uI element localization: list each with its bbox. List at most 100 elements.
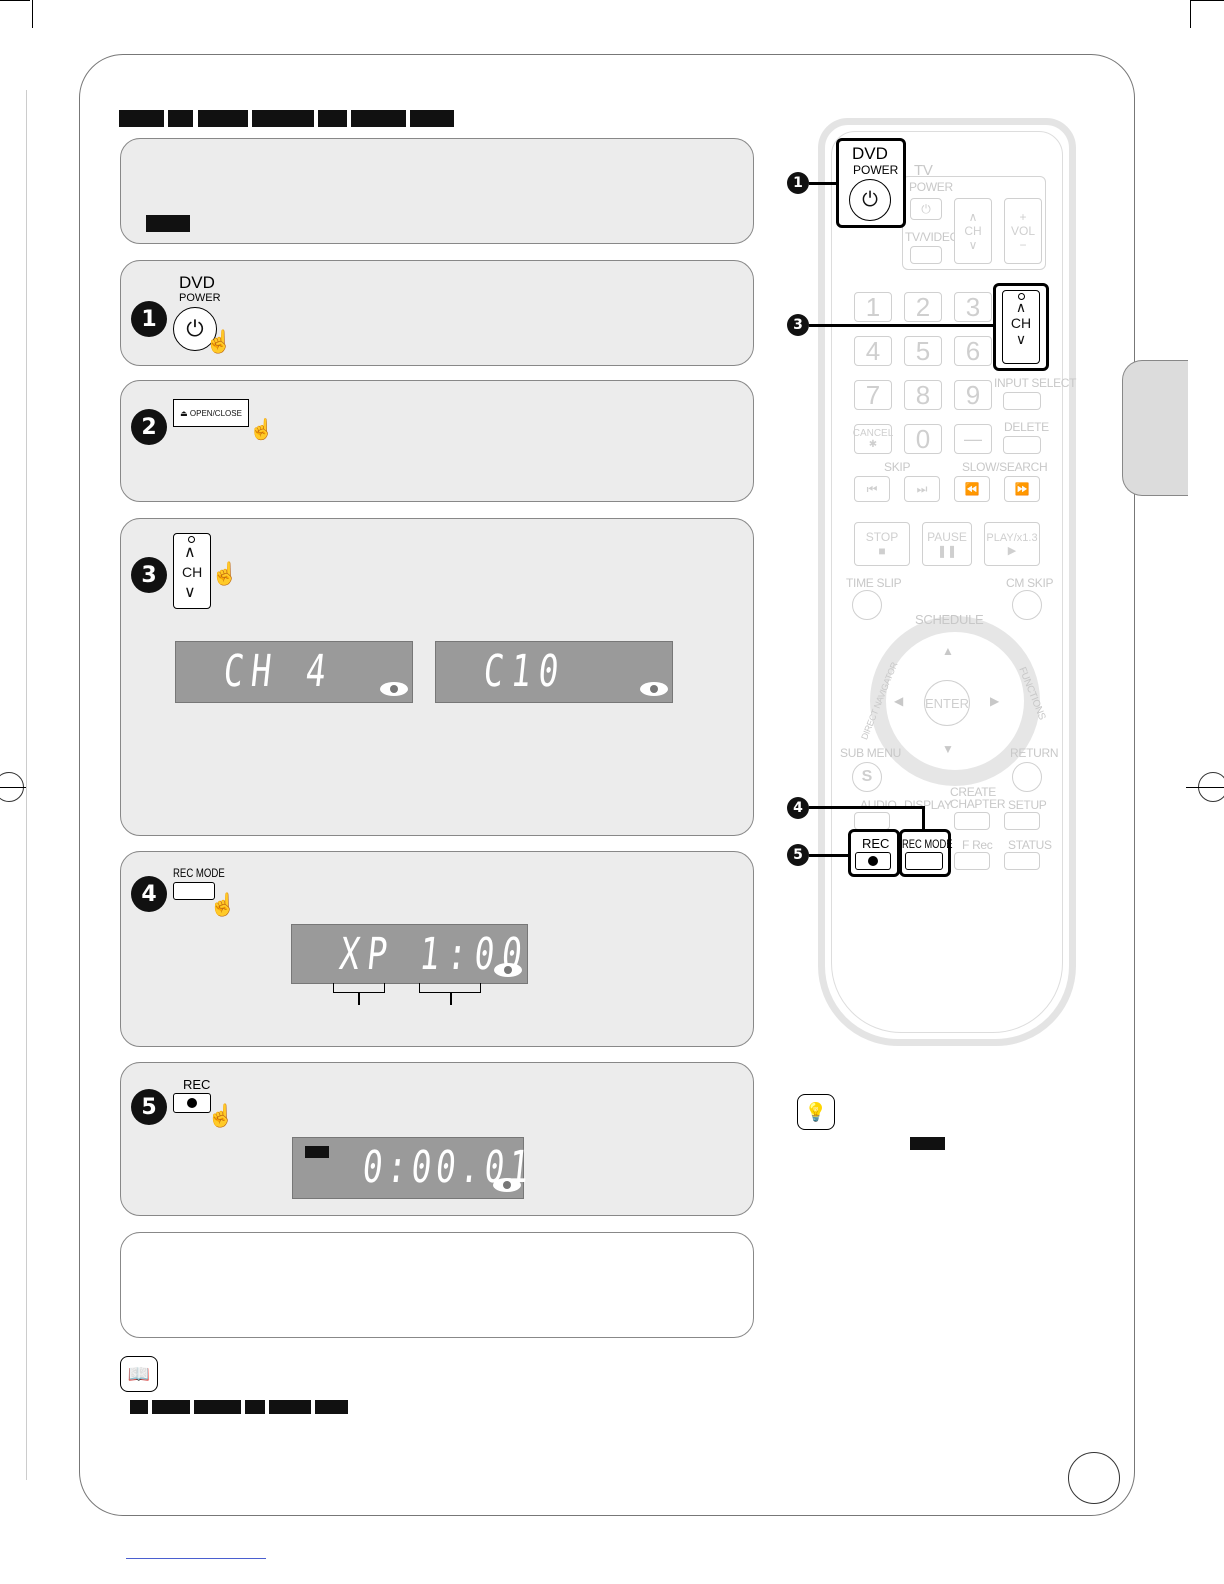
tv-ch-up-icon: ∧ (968, 210, 978, 224)
key-2[interactable]: 2 (904, 292, 942, 322)
page-number-circle (1068, 1452, 1120, 1504)
step-1-box: 1 DVD POWER ⏻ ☝ (120, 260, 754, 366)
create-chapter-label: CREATE CHAPTER (950, 785, 1006, 811)
lcd-display-channel-b: C10 (435, 641, 673, 703)
create-chapter-button[interactable] (954, 812, 990, 830)
power-button-icon[interactable]: ⏻ (173, 307, 217, 351)
setup-button[interactable] (1004, 812, 1040, 830)
tv-ch-label: CH (964, 224, 982, 238)
hand-pointer-icon: ☝ (211, 561, 239, 586)
remote-ch-rocker[interactable]: ∧ CH ∨ (1002, 290, 1040, 364)
nav-up-icon[interactable]: ▲ (942, 644, 954, 658)
step-2-number: 2 (131, 409, 167, 445)
skip-forward-button[interactable]: ⏭ (904, 476, 940, 502)
step-2-box: 2 ⏏ OPEN/CLOSE ☝ (120, 380, 754, 502)
time-slip-button[interactable] (852, 590, 882, 620)
remote-power-label: POWER (853, 163, 899, 177)
lcd-mode: XP (337, 929, 398, 980)
sub-menu-button[interactable]: S (852, 762, 882, 792)
key-1[interactable]: 1 (854, 292, 892, 322)
step-4-box: 4 REC MODE ☝ XP 1:00 (120, 851, 754, 1047)
key-5[interactable]: 5 (904, 336, 942, 366)
hand-pointer-icon: ☝ (207, 1103, 235, 1128)
lcd-display-channel-a: CH 4 (175, 641, 413, 703)
skip-back-button[interactable]: ⏮ (854, 476, 890, 502)
step-3-box: 3 ∧ CH ∨ ☝ CH 4 C10 (120, 518, 754, 836)
input-select-button[interactable] (1003, 392, 1041, 410)
nav-right-icon[interactable]: ▶ (990, 694, 999, 708)
rewind-button[interactable]: ⏪ (954, 476, 990, 502)
rec-mode-button[interactable] (173, 882, 215, 900)
key-4[interactable]: 4 (854, 336, 892, 366)
lcd-text-b: C10 (481, 646, 569, 697)
status-label: STATUS (1008, 838, 1052, 852)
bracket-time-stem (450, 993, 452, 1005)
asterisk-icon: ✱ (868, 439, 878, 450)
cm-skip-label: CM SKIP (1006, 576, 1054, 590)
callout-4-line-v (922, 806, 925, 830)
audio-button[interactable] (854, 812, 890, 830)
key-0[interactable]: 0 (904, 424, 942, 454)
callout-1: 1 (787, 172, 809, 194)
key-dash[interactable]: — (954, 424, 992, 454)
step-3-number: 3 (131, 557, 167, 593)
left-rule (26, 90, 27, 1480)
record-dot-icon (187, 1098, 197, 1108)
callout-5-line (809, 854, 849, 857)
tv-power-label: POWER (909, 180, 953, 194)
callout-5: 5 (787, 844, 809, 866)
nav-down-icon[interactable]: ▼ (942, 742, 954, 756)
cancel-button[interactable]: CANCEL✱ (853, 424, 893, 454)
return-button[interactable] (1012, 762, 1042, 792)
callout-4-line (809, 806, 925, 809)
fast-forward-button[interactable]: ⏩ (1004, 476, 1040, 502)
input-select-label: INPUT SELECT (994, 376, 1077, 390)
step-5-box: 5 REC ☝ 0:00.01 (120, 1062, 754, 1216)
registration-line-left (0, 787, 26, 788)
play-icon: ▶ (1007, 544, 1017, 557)
remote-dvd-power-button[interactable]: ⏻ (849, 179, 891, 221)
sub-menu-label: SUB MENU (840, 746, 901, 760)
stop-button[interactable]: STOP■ (854, 522, 910, 566)
cm-skip-button[interactable] (1012, 590, 1042, 620)
rec-button[interactable] (173, 1093, 211, 1113)
ch-rocker-button[interactable]: ∧ CH ∨ (173, 533, 211, 609)
key-6[interactable]: 6 (954, 336, 992, 366)
remote-rec-mode-button[interactable] (905, 852, 943, 870)
key-7[interactable]: 7 (854, 380, 892, 410)
status-button[interactable] (1004, 852, 1040, 870)
remote-rec-button[interactable] (855, 852, 891, 870)
tv-video-label: TV/VIDEO (905, 230, 959, 244)
schedule-label: SCHEDULE (915, 612, 984, 627)
vol-minus-icon: − (1019, 238, 1027, 252)
crop-mark-top-left-v (32, 0, 33, 28)
key-8[interactable]: 8 (904, 380, 942, 410)
callout-3-line (809, 324, 995, 327)
play-button[interactable]: PLAY/x1.3▶ (984, 522, 1040, 566)
open-close-button[interactable]: ⏏ OPEN/CLOSE (173, 399, 249, 427)
hand-pointer-icon: ☝ (249, 419, 274, 441)
key-3[interactable]: 3 (954, 292, 992, 322)
play-label: PLAY/x1.3 (986, 531, 1038, 544)
tv-ch-rocker[interactable]: ∧ CH ∨ (954, 198, 992, 264)
intro-tag (146, 215, 190, 232)
pause-button[interactable]: PAUSE❚❚ (922, 522, 972, 566)
lcd-display-rec-mode: XP 1:00 (291, 924, 532, 984)
stop-label: STOP (865, 530, 899, 544)
bracket-mode (333, 983, 385, 993)
remote-dvd-label: DVD (852, 144, 888, 163)
open-close-label: OPEN/CLOSE (189, 408, 242, 418)
lcd-display-counter: 0:00.01 (292, 1137, 536, 1199)
skip-label: SKIP (884, 460, 911, 474)
f-rec-button[interactable] (954, 852, 990, 870)
remote-inner-outline (831, 131, 1063, 1033)
nav-left-icon[interactable]: ◀ (894, 694, 903, 708)
remote-record-dot-icon (868, 856, 878, 866)
key-9[interactable]: 9 (954, 380, 992, 410)
vol-rocker[interactable]: + VOL − (1004, 198, 1042, 264)
note-box (120, 1232, 754, 1338)
tv-power-button[interactable]: ⏻ (910, 198, 942, 220)
tv-video-button[interactable] (910, 246, 942, 264)
enter-button[interactable]: ENTER (924, 680, 970, 726)
delete-button[interactable] (1003, 436, 1041, 454)
